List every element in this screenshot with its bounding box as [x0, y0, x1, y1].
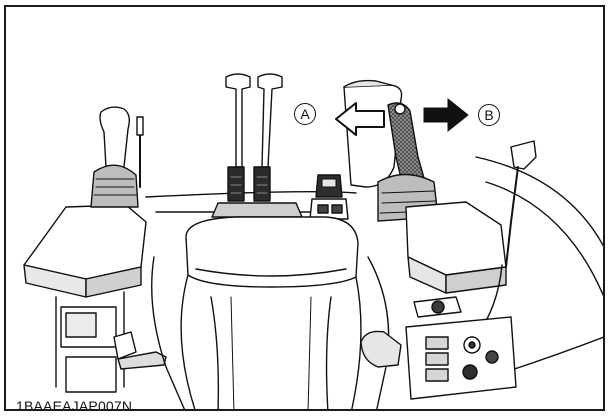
- arrow-right-solid-icon: [423, 97, 469, 133]
- figure-frame: A B 1BAAEAJAP007N: [4, 5, 605, 411]
- right-switch-panel: [405, 296, 517, 400]
- left-small-lever: [113, 331, 167, 370]
- travel-levers: [211, 73, 303, 218]
- left-joystick: [90, 106, 144, 208]
- operator-seat: [151, 216, 390, 409]
- figure-code: 1BAAEAJAP007N: [16, 398, 133, 411]
- left-console: [23, 204, 147, 393]
- pedal-switch-block: [309, 174, 349, 220]
- callout-a-label: A: [294, 103, 316, 125]
- arrow-left-outline-icon: [335, 102, 385, 136]
- right-grab-handle: [360, 330, 402, 368]
- cab-frame-curve: [475, 156, 603, 247]
- operator-seat-controls-illustration: [23, 73, 603, 409]
- right-armrest: [405, 201, 507, 294]
- callout-b-label: B: [478, 104, 500, 126]
- throttle-lever: [475, 140, 537, 338]
